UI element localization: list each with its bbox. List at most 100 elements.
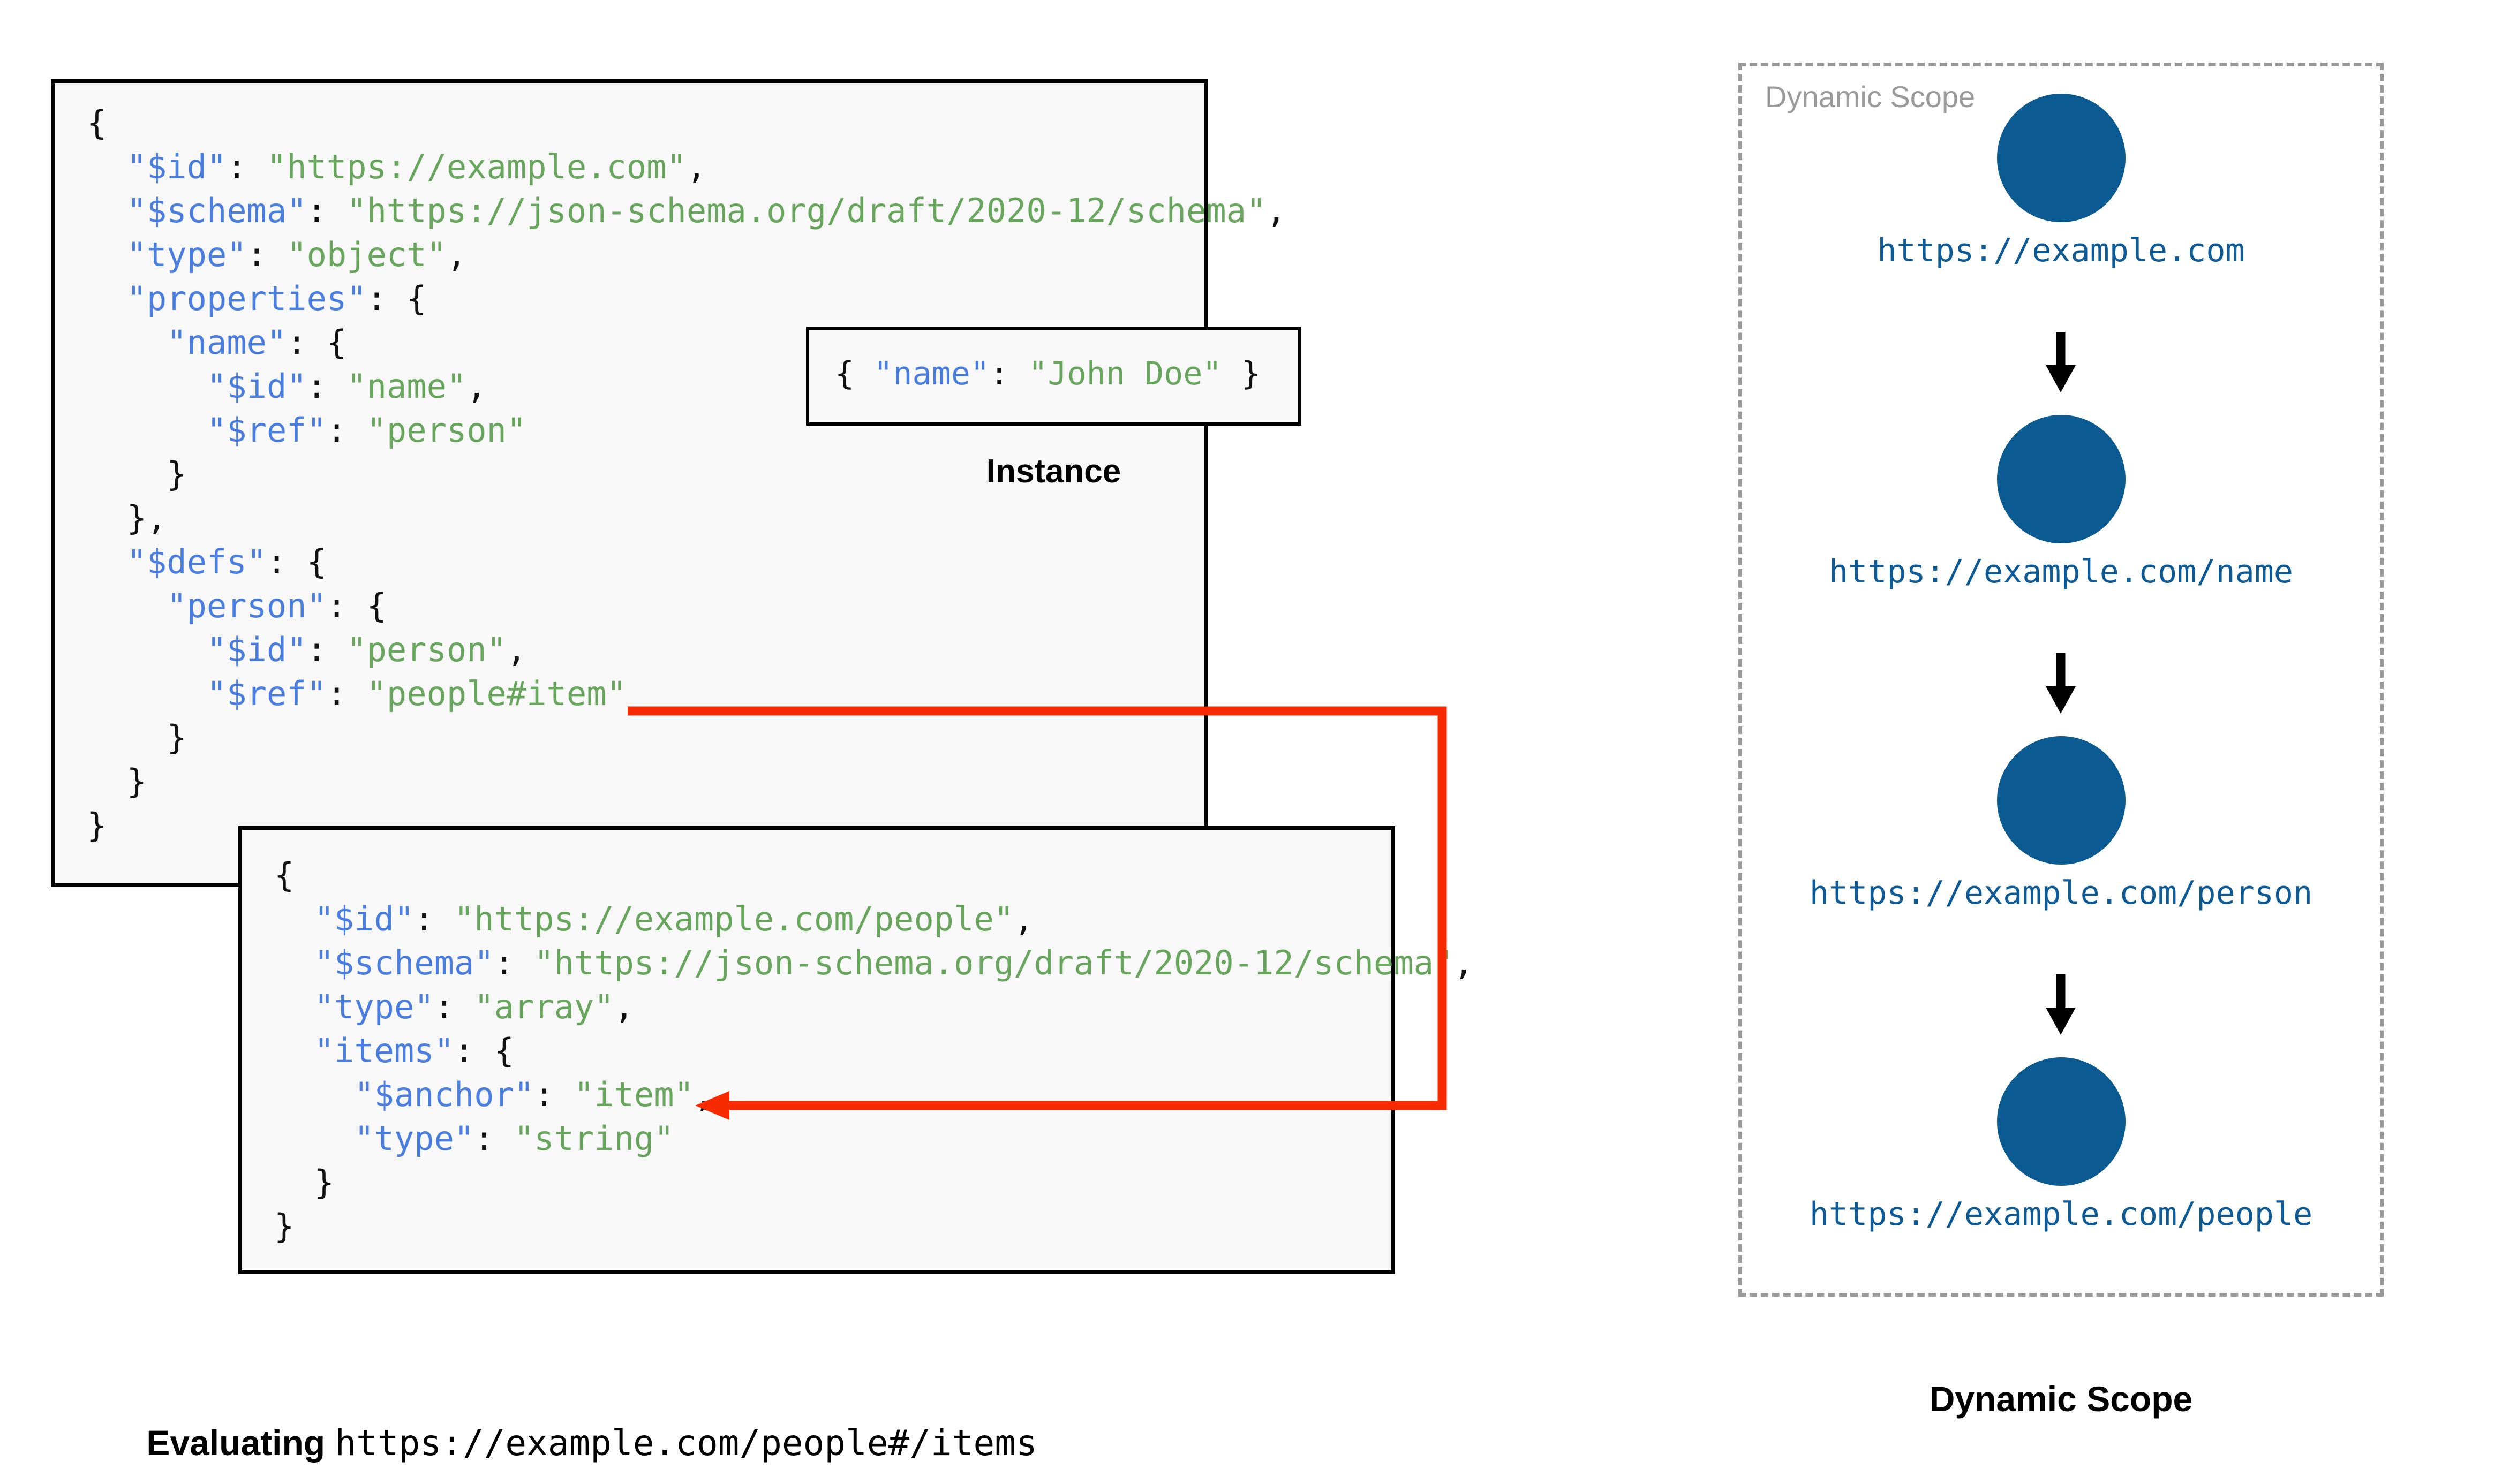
json-string: "name" — [346, 367, 467, 406]
json-string: "people#item" — [366, 674, 627, 713]
json-punct: } — [167, 718, 187, 757]
code-line: "type": "array", — [274, 985, 1474, 1029]
dynamic-scope-inline-label: Dynamic Scope — [1765, 80, 1976, 113]
scope-node-label: https://example.com/person — [1809, 874, 2313, 912]
json-string: "item" — [574, 1075, 694, 1114]
json-punct: : — [246, 235, 287, 274]
code-line: "$anchor": "item", — [274, 1073, 1474, 1117]
json-string: "array" — [474, 987, 614, 1026]
json-punct: : { — [454, 1031, 514, 1070]
json-punct: : — [306, 630, 347, 669]
scope-node-label: https://example.com — [1877, 232, 2245, 269]
json-punct: : — [534, 1075, 574, 1114]
json-key: "$ref" — [206, 411, 327, 450]
scope-circle-icon — [1996, 415, 2126, 543]
json-string: "object" — [287, 235, 447, 274]
json-string: "https://example.com" — [266, 147, 687, 186]
code-line: } — [87, 452, 1286, 496]
json-string: "person" — [346, 630, 507, 669]
json-punct: : — [434, 987, 474, 1026]
code-line: "type": "string" — [274, 1117, 1474, 1161]
json-string: "string" — [514, 1119, 674, 1158]
json-string: "person" — [366, 411, 527, 450]
dynamic-scope-panel — [1738, 63, 2384, 1297]
scope-node-1: https://example.com/name — [1738, 415, 2384, 592]
instance-code: { "name": "John Doe" } — [835, 354, 1261, 393]
code-line: } — [87, 716, 1286, 760]
json-punct: : — [227, 147, 267, 186]
json-punct: : — [326, 411, 367, 450]
code-line: } — [87, 804, 1286, 847]
json-punct: : — [414, 899, 454, 938]
json-key: "items" — [314, 1031, 454, 1070]
json-punct: }, — [126, 498, 167, 537]
json-punct: : — [990, 355, 1029, 392]
json-punct: : { — [326, 586, 387, 625]
code-line: "$defs": { — [87, 540, 1286, 584]
evaluating-caption-lead: Evaluating — [146, 1423, 335, 1463]
json-punct: , — [446, 235, 467, 274]
json-punct: { — [835, 355, 874, 392]
code-line: "$id": "https://example.com", — [87, 145, 1286, 189]
code-line: { "name": "John Doe" } — [835, 354, 1261, 393]
json-key: "$ref" — [206, 674, 327, 713]
json-punct: : — [306, 367, 347, 406]
json-punct: : { — [266, 542, 327, 581]
json-punct: : — [474, 1119, 514, 1158]
json-punct: } — [167, 455, 187, 494]
scope-arrow-icon-2 — [2046, 974, 2076, 1035]
scope-arrow-icon-0 — [2046, 332, 2076, 392]
code-line: "name": { — [87, 321, 1286, 365]
instance-box: { "name": "John Doe" } — [806, 327, 1301, 426]
json-string: "https://json-schema.org/draft/2020-12/s… — [534, 943, 1454, 982]
code-line: { — [274, 853, 1474, 897]
json-key: "$id" — [126, 147, 227, 186]
dynamic-scope-caption: Dynamic Scope — [1929, 1379, 2193, 1419]
json-punct: } — [87, 806, 107, 845]
scope-node-2: https://example.com/person — [1738, 736, 2384, 913]
scope-arrow-icon-1 — [2046, 653, 2076, 714]
json-punct: , — [1453, 943, 1474, 982]
code-line: "properties": { — [87, 277, 1286, 321]
scope-circle-icon — [1996, 1057, 2126, 1186]
evaluating-caption: Evaluating https://example.com/people#/i… — [107, 1379, 1037, 1484]
json-punct: } — [1222, 355, 1261, 392]
code-line: "$schema": "https://json-schema.org/draf… — [87, 189, 1286, 233]
code-line: "items": { — [274, 1029, 1474, 1073]
json-key: "$schema" — [126, 191, 307, 230]
json-key: "$id" — [206, 367, 307, 406]
code-line: "$ref": "people#item" — [87, 672, 1286, 716]
code-line: } — [274, 1161, 1474, 1205]
json-punct: : { — [287, 323, 347, 362]
people-schema-code: { "$id": "https://example.com/people", "… — [274, 853, 1474, 1248]
json-key: "name" — [167, 323, 287, 362]
scope-circle-icon — [1996, 94, 2126, 222]
json-punct: , — [614, 987, 634, 1026]
json-punct: { — [87, 103, 107, 142]
json-punct: , — [694, 1075, 714, 1114]
code-line: "$id": "name", — [87, 365, 1286, 408]
code-line: }, — [87, 496, 1286, 540]
code-line: "type": "object", — [87, 233, 1286, 277]
json-key: "type" — [314, 987, 434, 1026]
json-punct: , — [686, 147, 707, 186]
people-schema-box: { "$id": "https://example.com/people", "… — [238, 826, 1474, 1274]
json-punct: { — [274, 855, 295, 895]
root-schema-code: { "$id": "https://example.com", "$schema… — [87, 101, 1286, 847]
code-line: "$id": "https://example.com/people", — [274, 897, 1474, 941]
json-punct: , — [1266, 191, 1286, 230]
json-key: "type" — [126, 235, 247, 274]
scope-circle-icon — [1996, 736, 2126, 865]
code-line: "$schema": "https://json-schema.org/draf… — [274, 941, 1474, 985]
json-punct: } — [314, 1163, 334, 1202]
json-key: "$defs" — [126, 542, 267, 581]
json-key: "$schema" — [314, 943, 494, 982]
code-line: } — [87, 760, 1286, 804]
json-punct: : — [494, 943, 534, 982]
json-punct: } — [126, 762, 147, 801]
json-key: "$anchor" — [354, 1075, 534, 1114]
json-string: "https://json-schema.org/draft/2020-12/s… — [346, 191, 1267, 230]
json-punct: } — [274, 1207, 295, 1246]
json-string: "John Doe" — [1028, 355, 1222, 392]
